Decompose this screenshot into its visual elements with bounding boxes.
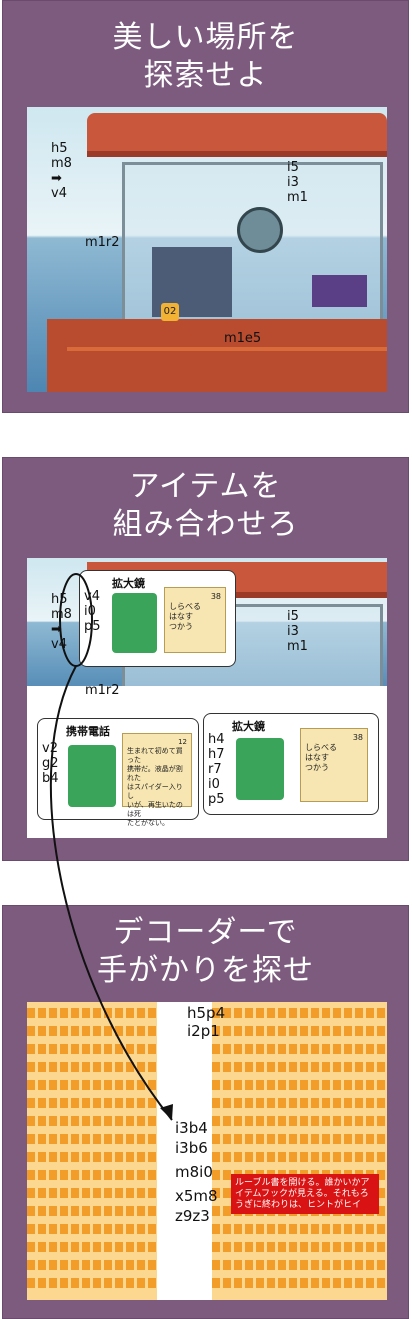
- panel-heading: デコーダーで 手がかりを探せ: [3, 914, 408, 990]
- magnifier-icon: [236, 738, 284, 800]
- code-left: h5 m8 ➡ v4: [51, 592, 72, 652]
- lighthouse-scene: h5 m8 ➡ v4 i5 i3 m1 m1r2 m1e5 02: [27, 107, 387, 392]
- code-bottom: m1e5: [224, 331, 262, 346]
- code-right: i5 i3 m1: [287, 160, 308, 205]
- decoder-code-top: h5p4 i2p1: [187, 1004, 226, 1040]
- card-note: 38 しらべる はなす つかう: [164, 587, 226, 653]
- item-card-phone[interactable]: 携帯電話 v2 g2 b4 12 生まれて初めて買った 携帯だ。液晶が割れた は…: [37, 718, 199, 827]
- item-card-magnifier-top[interactable]: 拡大鏡 v4 i0 p5 38 しらべる はなす つかう: [79, 570, 236, 667]
- heading-line-2: 探索せよ: [143, 58, 268, 93]
- decoder-code-mid: i3b4 i3b6 m8i0 x5m8 z9z3: [175, 1119, 218, 1225]
- lighthouse-roof: [87, 113, 387, 157]
- card-codes: v4 i0 p5: [84, 589, 101, 634]
- code-right: i5 i3 m1: [287, 609, 308, 654]
- code-mid: m1r2: [85, 683, 120, 698]
- phone-icon: [68, 745, 116, 807]
- card-note: 38 しらべる はなす つかう: [300, 728, 368, 802]
- card-codes: h4 h7 r7 i0 p5: [208, 732, 225, 807]
- panel-combine: アイテムを 組み合わせろ h5 m8 ➡ v4 i5 i3 m1 m1r2 拡大…: [2, 457, 409, 861]
- cipher-text-right: [212, 1002, 387, 1300]
- card-note: 12 生まれて初めて買った 携帯だ。液晶が割れた はスパイダー入りし いが、再生…: [122, 733, 192, 827]
- card-title: 拡大鏡: [112, 577, 145, 590]
- cipher-text-left: [27, 1002, 157, 1300]
- item-badge: 02: [161, 303, 179, 321]
- balcony-deck: [47, 319, 387, 392]
- balcony-railing: [67, 347, 387, 351]
- panel-explore: 美しい場所を 探索せよ h5 m8 ➡ v4 i5 i3 m1 m1r2 m1e…: [2, 0, 409, 413]
- decoder-scene: h5p4 i2p1 i3b4 i3b6 m8i0 x5m8 z9z3 ルーブル書…: [27, 1002, 387, 1300]
- item-card-magnifier-bottom[interactable]: 拡大鏡 h4 h7 r7 i0 p5 38 しらべる はなす つかう: [203, 713, 379, 815]
- panel-decode: デコーダーで 手がかりを探せ h5p4 i2p1 i3b4 i3b6 m8i: [2, 905, 409, 1319]
- lamp-icon: [237, 207, 283, 253]
- bag-object: [312, 275, 367, 307]
- heading-line-2: 組み合わせろ: [112, 507, 299, 542]
- heading-line-1: デコーダーで: [113, 915, 298, 950]
- heading-line-1: 美しい場所を: [112, 20, 299, 55]
- card-title: 携帯電話: [66, 725, 110, 738]
- magnifier-icon: [112, 593, 157, 653]
- combine-scene: h5 m8 ➡ v4 i5 i3 m1 m1r2 拡大鏡 v4 i0 p5 38…: [27, 558, 387, 838]
- panel-heading: アイテムを 組み合わせろ: [3, 468, 408, 544]
- panel-heading: 美しい場所を 探索せよ: [3, 19, 408, 95]
- highlighted-clue: ルーブル書を開ける。誰かいかアイテムフックが見える。それもろうぎに終わりは、ヒン…: [231, 1174, 379, 1214]
- code-mid: m1r2: [85, 235, 120, 250]
- card-codes: v2 g2 b4: [42, 741, 59, 786]
- card-title: 拡大鏡: [232, 720, 265, 733]
- heading-line-2: 手がかりを探せ: [97, 953, 314, 988]
- code-left: h5 m8 ➡ v4: [51, 141, 72, 201]
- heading-line-1: アイテムを: [129, 469, 282, 504]
